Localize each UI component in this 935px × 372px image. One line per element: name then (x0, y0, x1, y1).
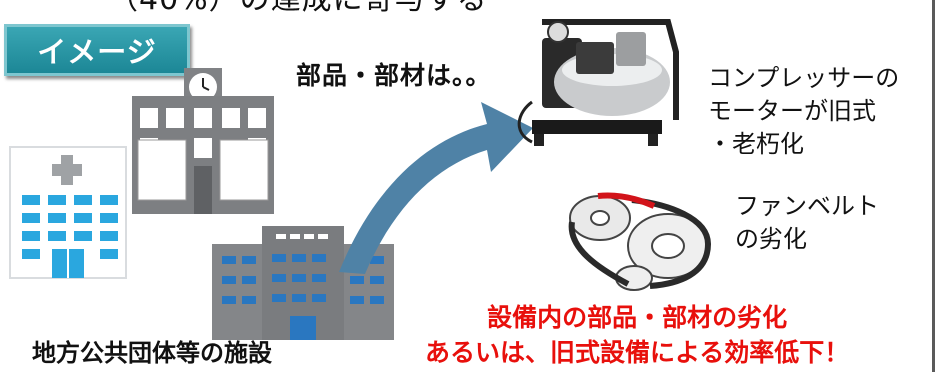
degradation-line-2: あるいは、旧式設備による効率低下！ (425, 338, 850, 367)
degradation-message: 設備内の部品・部材の劣化 あるいは、旧式設備による効率低下！ (425, 300, 849, 370)
fanbelt-line-2: の劣化 (735, 225, 807, 253)
fanbelt-description: ファンベルト の劣化 (735, 190, 879, 256)
top-heading-text: （40%）の達成に寄与する (108, 0, 488, 18)
facility-label: 地方公共団体等の施設 (32, 339, 272, 367)
curved-arrow-icon (339, 102, 533, 274)
slide-right-edge (932, 0, 935, 372)
air-compressor-icon (517, 19, 679, 146)
image-badge: イメージ (4, 24, 190, 76)
degradation-line-1: 設備内の部品・部材の劣化 (487, 303, 788, 332)
parts-text: 部品・部材は。。 (296, 61, 492, 90)
compressor-line-3: ・老朽化 (708, 130, 804, 158)
compressor-line-1: コンプレッサーの (708, 64, 900, 92)
school-building-icon (132, 68, 274, 214)
hospital-building-icon (9, 146, 127, 279)
fanbelt-line-1: ファンベルト (735, 192, 879, 220)
compressor-description: コンプレッサーの モーターが旧式 ・老朽化 (708, 62, 899, 161)
fan-belt-icon (568, 192, 712, 291)
compressor-line-2: モーターが旧式 (708, 97, 876, 125)
